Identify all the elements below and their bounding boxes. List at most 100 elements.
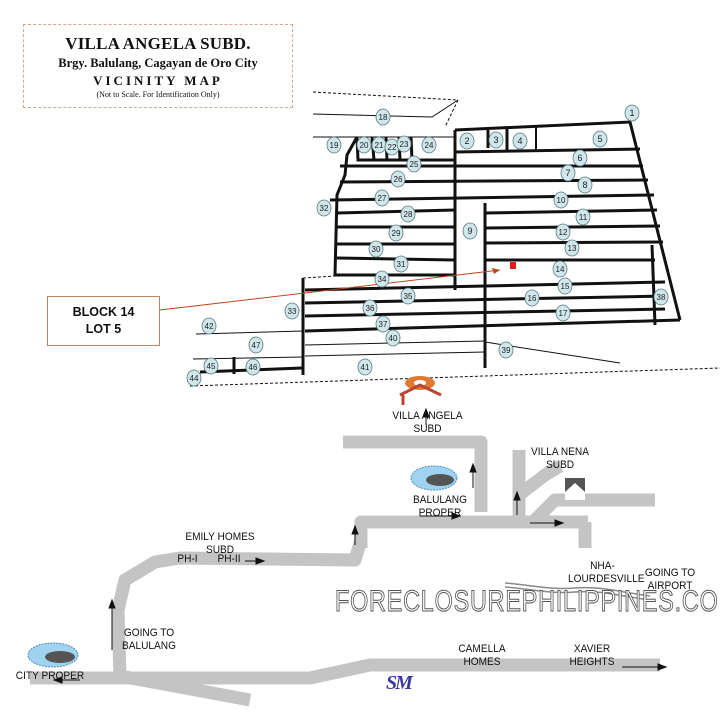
lot-badge-46: 46: [245, 358, 261, 376]
lot-badge-label: 37: [379, 320, 388, 329]
house-icon: [565, 478, 585, 500]
lot-badge-42: 42: [201, 317, 217, 335]
lot-badge-label: 17: [559, 309, 568, 318]
lot-badge-label: 16: [528, 294, 537, 303]
arrow-up-icon: [513, 490, 521, 501]
lot-badge-label: 8: [582, 180, 587, 190]
arrow-right-icon: [451, 512, 462, 520]
lot-badge-27: 27: [374, 189, 390, 207]
lot-badge-label: 42: [205, 322, 214, 331]
lot-badge-label: 11: [579, 213, 588, 222]
lot-badge-40: 40: [385, 329, 401, 347]
lot-badge-45: 45: [203, 357, 219, 375]
balulang-hall-icon: [410, 465, 458, 491]
lot-badge-47: 47: [248, 336, 264, 354]
subdivision-plan: [189, 91, 720, 387]
lot-badge-label: 33: [288, 307, 297, 316]
lot-badge-label: 20: [360, 141, 369, 150]
lot-badge-label: 12: [559, 228, 568, 237]
river: [504, 582, 651, 601]
arrow-up-icon: [351, 524, 359, 535]
lot-badge-label: 39: [502, 346, 511, 355]
lot-badge-21: 21: [371, 136, 387, 154]
lot-badge-18: 18: [375, 108, 391, 126]
lot-badge-label: 40: [389, 334, 398, 343]
lot-badge-label: 25: [410, 160, 419, 169]
lot-badge-12: 12: [555, 223, 571, 241]
callout-block: BLOCK 14: [72, 305, 135, 319]
lot-badge-13: 13: [564, 239, 580, 257]
lot-badge-1: 1: [624, 104, 640, 122]
arrow-up-icon: [422, 407, 430, 418]
lot-badge-label: 14: [556, 265, 565, 274]
label-ph2: PH-II: [217, 553, 241, 565]
arrow-right-icon: [255, 557, 266, 565]
arrow-right-icon: [657, 663, 668, 671]
site-marker-icon: [399, 376, 442, 405]
lot-badge-label: 7: [565, 168, 570, 178]
lot-badge-10: 10: [553, 191, 569, 209]
lot-badge-label: 3: [493, 135, 498, 145]
arrow-up-icon: [469, 462, 477, 473]
arrow-left-icon: [52, 676, 63, 684]
callout-leader-line: [159, 269, 501, 311]
lot-badge-label: 23: [400, 140, 409, 149]
lot-badge-label: 29: [392, 229, 401, 238]
map-title-box: VILLA ANGELA SUBD. Brgy. Balulang, Cagay…: [23, 24, 293, 108]
lot-badge-5: 5: [592, 130, 608, 148]
map-note: (Not to Scale. For Identification Only): [96, 90, 220, 99]
lot-badge-20: 20: [356, 136, 372, 154]
lot-badge-19: 19: [326, 136, 342, 154]
lot-badge-label: 22: [388, 143, 397, 152]
lot-badge-7: 7: [560, 164, 576, 182]
lot-badge-label: 45: [207, 362, 216, 371]
sm-logo: SM: [386, 672, 413, 694]
lot-badge-9: 9: [462, 222, 478, 240]
lot-badge-26: 26: [390, 170, 406, 188]
lot-badge-label: 36: [366, 304, 375, 313]
lot-badge-30: 30: [368, 240, 384, 258]
lot-badge-28: 28: [400, 205, 416, 223]
label-emily-homes: EMILY HOMES SUBD: [185, 531, 255, 556]
lot-badge-23: 23: [396, 135, 412, 153]
lot-badge-label: 41: [361, 363, 370, 372]
lot-badge-8: 8: [577, 176, 593, 194]
lot-badge-33: 33: [284, 302, 300, 320]
arrow-right-icon: [554, 519, 565, 527]
lot-badge-label: 21: [375, 141, 384, 150]
lot-badge-15: 15: [557, 277, 573, 295]
lot-badge-label: 5: [597, 134, 602, 144]
lot-badge-34: 34: [374, 270, 390, 288]
lot-badge-label: 15: [561, 282, 570, 291]
label-going-balulang: GOING TO BALULANG: [121, 627, 176, 652]
lot-badge-32: 32: [316, 199, 332, 217]
lot-badge-29: 29: [388, 224, 404, 242]
lot-badge-41: 41: [357, 358, 373, 376]
callout-lot: LOT 5: [85, 322, 122, 336]
lot-badge-11: 11: [575, 208, 591, 226]
lot-badge-label: 44: [190, 374, 199, 383]
label-going-airport: GOING TO AIRPORT: [644, 567, 696, 592]
lot-badge-label: 24: [425, 141, 434, 150]
lot-badge-22: 22: [384, 138, 400, 156]
lot-badge-38: 38: [653, 288, 669, 306]
lot-badge-label: 38: [657, 293, 666, 302]
lot-badge-label: 6: [577, 153, 582, 163]
lot-badge-label: 10: [557, 196, 566, 205]
label-camella-homes: CAMELLA HOMES: [458, 643, 506, 668]
lot-badge-37: 37: [375, 315, 391, 333]
label-nha-lourdesville: NHA-LOURDESVILLE: [568, 560, 645, 585]
lot-badge-label: 1: [629, 108, 634, 118]
city-hall-icon: [27, 642, 79, 668]
block-lot-callout: BLOCK 14 LOT 5: [47, 296, 160, 346]
label-city-proper: CITY PROPER: [15, 670, 85, 682]
lot-badge-label: 9: [467, 226, 472, 236]
lot-badge-17: 17: [555, 304, 571, 322]
lot-badge-36: 36: [362, 299, 378, 317]
map-subtitle: VICINITY MAP: [93, 73, 223, 88]
map-title: VILLA ANGELA SUBD.: [65, 34, 251, 53]
lot-badge-2: 2: [459, 132, 475, 150]
lot-badge-44: 44: [186, 369, 202, 387]
